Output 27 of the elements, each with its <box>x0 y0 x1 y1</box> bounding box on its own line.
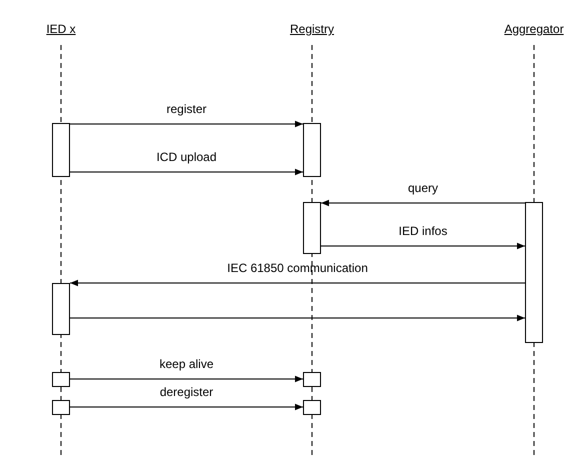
arrow <box>320 242 526 250</box>
edge-label: ICD upload <box>155 150 218 164</box>
edge-label: register <box>165 102 208 116</box>
activation-bar <box>303 372 321 387</box>
edge-label: IED infos <box>398 224 448 238</box>
activation-bar <box>52 123 70 177</box>
arrow <box>70 404 304 410</box>
arrow <box>70 376 304 382</box>
activation-bar <box>52 372 70 387</box>
activation-bar <box>52 283 70 335</box>
arrow <box>320 200 526 206</box>
arrow <box>70 120 304 128</box>
edge-label: IEC 61850 communication <box>226 261 369 275</box>
lifeline-header: Aggregator <box>484 20 582 38</box>
activation-bar <box>303 202 321 254</box>
activation-bar <box>52 400 70 415</box>
activation-bar <box>525 202 543 343</box>
edge-label: keep alive <box>158 357 215 371</box>
edge-label: deregister <box>158 385 214 399</box>
lifeline-header: Registry <box>262 20 362 38</box>
arrow <box>70 314 526 322</box>
lifeline-header: IED x <box>11 20 111 38</box>
activation-bar <box>303 400 321 415</box>
arrow <box>70 280 526 286</box>
arrow <box>70 168 304 176</box>
edge-label: query <box>406 181 440 195</box>
activation-bar <box>303 123 321 177</box>
